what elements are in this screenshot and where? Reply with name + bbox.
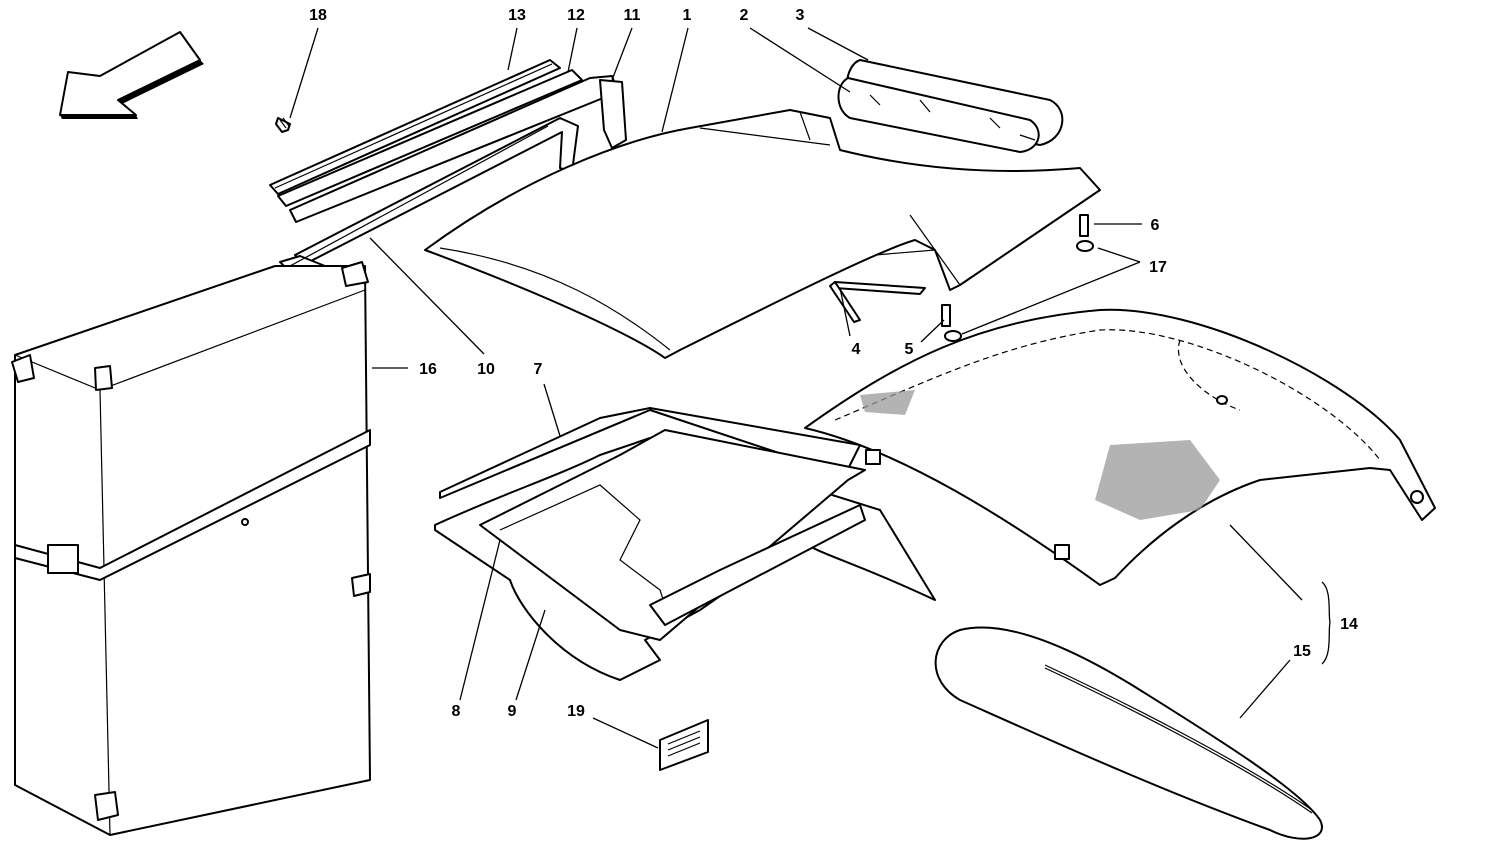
- hardtop-shell-part: [424, 109, 1101, 359]
- label-5: 5: [905, 341, 914, 358]
- label-8: 8: [452, 703, 461, 720]
- label-7: 7: [534, 361, 543, 378]
- rod-part: [829, 281, 926, 323]
- label-9: 9: [508, 703, 517, 720]
- label-11: 11: [624, 7, 641, 24]
- roof-frame-part: [434, 407, 936, 681]
- label-4: 4: [852, 341, 861, 358]
- label-16: 16: [419, 361, 437, 378]
- blind-roll-part: [837, 59, 1064, 153]
- screw-part: [275, 117, 291, 133]
- label-18: 18: [309, 7, 327, 24]
- label-6: 6: [1151, 217, 1160, 234]
- label-17: 17: [1149, 259, 1167, 276]
- label-10: 10: [477, 361, 495, 378]
- label-14: 14: [1340, 616, 1358, 633]
- label-15: 15: [1293, 643, 1311, 660]
- callout-labels: 18 13 12 11 1 2 3 6 17 4 5 16 10 7 14 15…: [309, 7, 1358, 720]
- leader-lines: [289, 27, 1331, 749]
- direction-arrow-icon: [59, 31, 204, 119]
- label-plate-part: [659, 719, 709, 771]
- label-12: 12: [567, 7, 585, 24]
- label-1: 1: [683, 7, 692, 24]
- label-19: 19: [567, 703, 585, 720]
- label-13: 13: [508, 7, 526, 24]
- carry-bag-part: [934, 626, 1323, 840]
- label-2: 2: [740, 7, 749, 24]
- label-3: 3: [796, 7, 805, 24]
- storage-case-part: [11, 261, 371, 836]
- soft-top-part: [804, 308, 1436, 586]
